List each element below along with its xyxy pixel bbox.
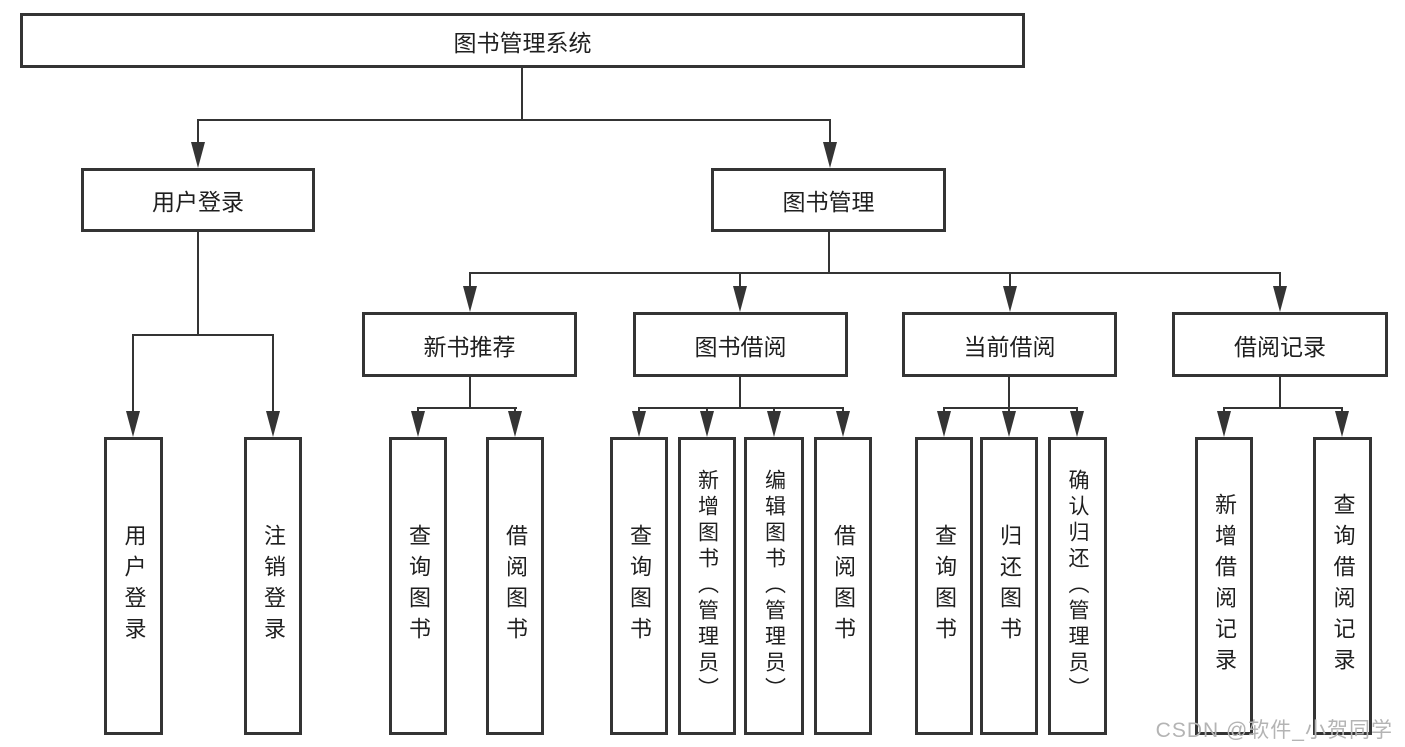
- connector-line: [638, 407, 844, 409]
- connector-line: [197, 119, 199, 147]
- connector-line: [943, 407, 1078, 409]
- node-library-management-system: 图书管理系统: [20, 13, 1025, 68]
- node-logout: 注销登录: [244, 437, 302, 735]
- arrow-down-icon: [733, 286, 747, 312]
- arrow-down-icon: [1335, 411, 1349, 437]
- arrow-down-icon: [126, 411, 140, 437]
- arrow-down-icon: [937, 411, 951, 437]
- arrow-down-icon: [508, 411, 522, 437]
- node-edit-book-admin: 编辑图书（管理员）: [744, 437, 804, 735]
- connector-line: [739, 377, 741, 409]
- node-borrow-books-borrowing: 借阅图书: [814, 437, 872, 735]
- node-borrow-books-recommend: 借阅图书: [486, 437, 544, 735]
- node-query-books-recommend: 查询图书: [389, 437, 447, 735]
- arrow-down-icon: [1070, 411, 1084, 437]
- arrow-down-icon: [823, 142, 837, 168]
- node-return-book: 归还图书: [980, 437, 1038, 735]
- node-add-borrowing-record: 新增借阅记录: [1195, 437, 1253, 735]
- connector-line: [1279, 377, 1281, 409]
- arrow-down-icon: [266, 411, 280, 437]
- connector-line: [1009, 272, 1011, 290]
- node-add-book-admin: 新增图书（管理员）: [678, 437, 736, 735]
- connector-line: [1008, 377, 1010, 409]
- connector-line: [272, 334, 274, 414]
- arrow-down-icon: [411, 411, 425, 437]
- node-query-books-current: 查询图书: [915, 437, 973, 735]
- connector-line: [829, 119, 831, 147]
- watermark: CSDN @软件_小贺同学: [1155, 719, 1393, 742]
- arrow-down-icon: [1002, 411, 1016, 437]
- connector-line: [197, 119, 831, 121]
- node-user-login-leaf: 用户登录: [104, 437, 163, 735]
- connector-line: [469, 377, 471, 409]
- arrow-down-icon: [1273, 286, 1287, 312]
- connector-line: [132, 334, 134, 414]
- node-current-borrowing: 当前借阅: [902, 312, 1117, 377]
- arrow-down-icon: [1217, 411, 1231, 437]
- node-user-login: 用户登录: [81, 168, 315, 232]
- connector-line: [132, 334, 274, 336]
- arrow-down-icon: [700, 411, 714, 437]
- connector-line: [417, 407, 517, 409]
- node-book-management: 图书管理: [711, 168, 946, 232]
- node-book-borrowing: 图书借阅: [633, 312, 848, 377]
- arrow-down-icon: [767, 411, 781, 437]
- node-borrowing-records: 借阅记录: [1172, 312, 1388, 377]
- connector-line: [1223, 407, 1343, 409]
- connector-line: [197, 232, 199, 336]
- connector-line: [1279, 272, 1281, 290]
- connector-line: [469, 272, 1281, 274]
- connector-line: [521, 67, 523, 121]
- arrow-down-icon: [191, 142, 205, 168]
- connector-line: [828, 232, 830, 274]
- arrow-down-icon: [836, 411, 850, 437]
- arrow-down-icon: [1003, 286, 1017, 312]
- arrow-down-icon: [463, 286, 477, 312]
- connector-line: [469, 272, 471, 290]
- node-query-borrowing-record: 查询借阅记录: [1313, 437, 1372, 735]
- node-new-book-recommendation: 新书推荐: [362, 312, 577, 377]
- arrow-down-icon: [632, 411, 646, 437]
- node-query-books-borrowing: 查询图书: [610, 437, 668, 735]
- node-confirm-return-admin: 确认归还（管理员）: [1048, 437, 1107, 735]
- connector-line: [739, 272, 741, 290]
